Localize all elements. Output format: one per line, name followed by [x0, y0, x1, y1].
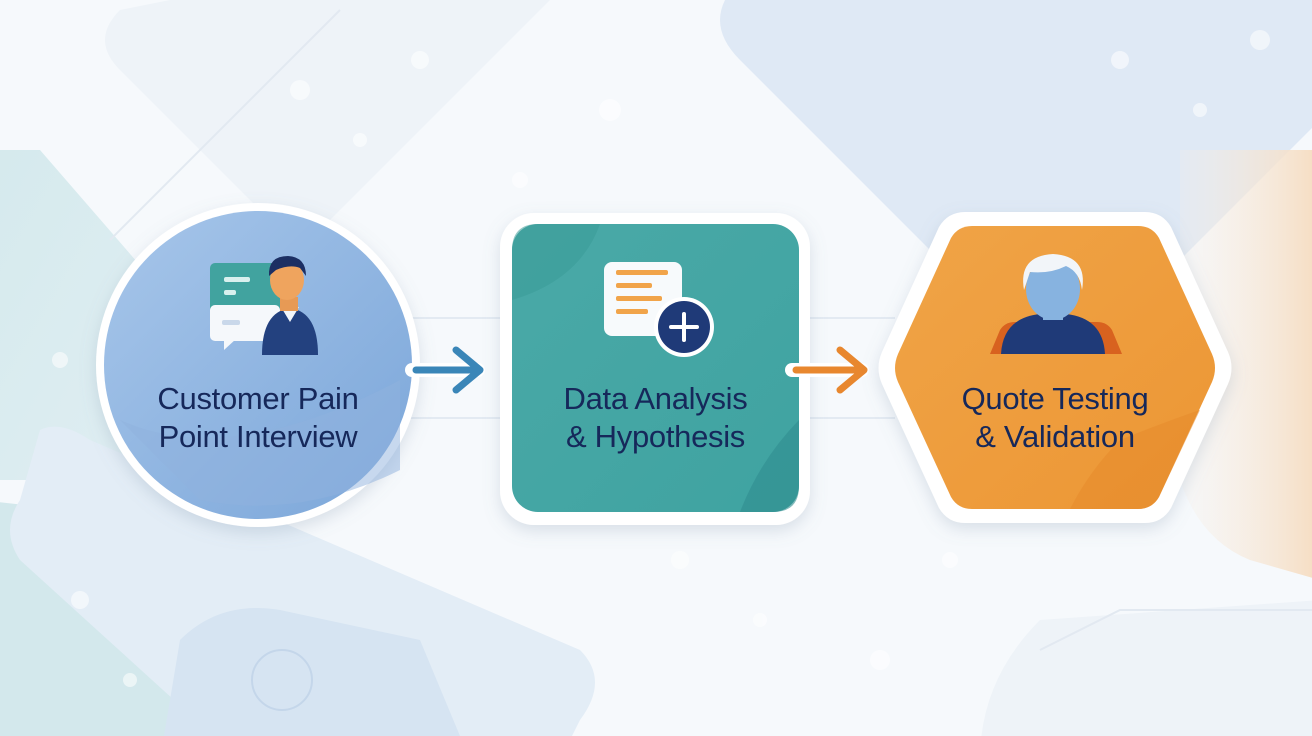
arrow-right-icon — [792, 346, 868, 394]
step-analysis-label: Data Analysis & Hypothesis — [512, 380, 799, 456]
customer-avatar-icon — [990, 254, 1122, 354]
step-interview-node — [96, 203, 420, 527]
connector-arrow-2 — [785, 346, 869, 394]
interviewer-icon — [210, 256, 318, 355]
step-analysis-line1: Data Analysis — [563, 381, 748, 416]
step-analysis-line2: & Hypothesis — [565, 419, 746, 454]
arrow-right-icon — [412, 346, 484, 394]
step-testing-line2: & Validation — [975, 419, 1135, 454]
step-testing-line1: Quote Testing — [961, 381, 1149, 416]
step-analysis-node — [500, 213, 810, 525]
step-testing-label: Quote Testing & Validation — [905, 380, 1205, 456]
step-testing-node — [878, 212, 1232, 523]
document-add-icon — [604, 262, 714, 357]
connector-arrow-1 — [405, 346, 485, 394]
bg-shape-peach — [1180, 150, 1312, 578]
step-interview-label: Customer Pain Point Interview — [118, 380, 398, 456]
step-interview-line2: Point Interview — [158, 419, 358, 454]
step-interview-line1: Customer Pain — [157, 381, 359, 416]
